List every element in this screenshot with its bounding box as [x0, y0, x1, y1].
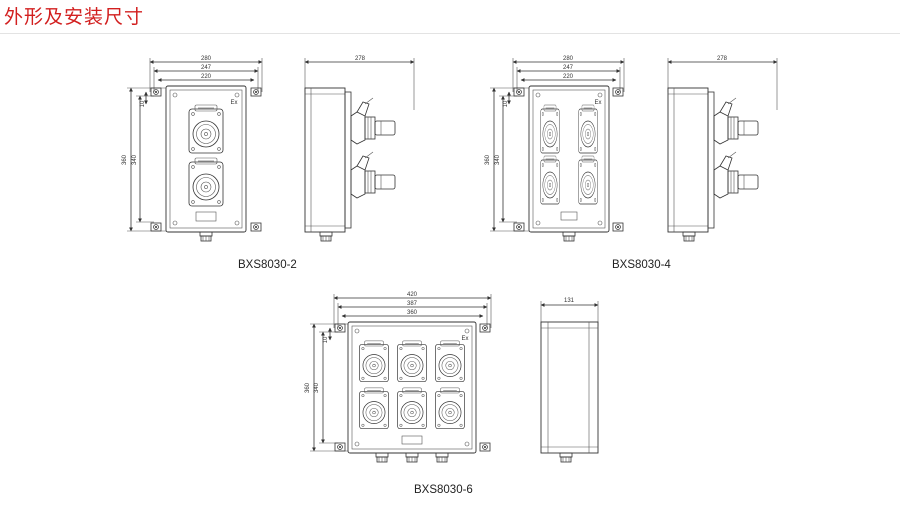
bxs8030-4-side-view: 278 — [667, 56, 778, 242]
m2-height-outer: 360 — [122, 154, 128, 165]
m6-height-inner: 340 — [314, 382, 320, 393]
bxs8030-6-side-view: 131 — [540, 298, 599, 463]
m4-height-outer: 360 — [485, 154, 491, 165]
title-divider — [0, 33, 900, 34]
m4-width-mid: 247 — [563, 65, 574, 71]
m4-width-outer: 280 — [563, 56, 574, 62]
m6-width-inner: 360 — [407, 310, 418, 316]
m2-width-outer: 280 — [201, 56, 212, 62]
bxs8030-4-front-view: 280 247 220 360 340 10 Ex — [485, 56, 625, 242]
m2-width-inner: 220 — [201, 74, 212, 80]
m6-width-mid: 387 — [407, 301, 418, 307]
bxs8030-2-side-view: 278 — [304, 56, 415, 242]
m2-top-offset: 10 — [140, 100, 146, 107]
caption-bxs8030-2: BXS8030-2 — [238, 259, 297, 271]
m6-depth: 131 — [564, 298, 575, 304]
m4-height-inner: 340 — [495, 154, 501, 165]
bxs8030-6-front-view: 420 387 360 360 340 10 Ex — [305, 292, 492, 463]
m2-width-mid: 247 — [201, 65, 212, 71]
m6-ex-mark: Ex — [461, 336, 468, 342]
m4-width-inner: 220 — [563, 74, 574, 80]
page-title: 外形及安装尺寸 — [4, 6, 145, 28]
m2-depth: 278 — [355, 56, 366, 62]
m4-depth: 278 — [717, 56, 728, 62]
m6-width-outer: 420 — [407, 292, 418, 298]
m6-top-offset: 10 — [323, 336, 329, 343]
m2-ex-mark: Ex — [230, 100, 237, 106]
caption-bxs8030-4: BXS8030-4 — [612, 259, 671, 271]
bxs8030-2-front-view: 280 247 220 360 340 10 Ex — [122, 56, 263, 242]
m4-top-offset: 10 — [503, 100, 509, 107]
caption-bxs8030-6: BXS8030-6 — [414, 484, 473, 496]
m2-height-inner: 340 — [132, 154, 138, 165]
m4-ex-mark: Ex — [594, 100, 601, 106]
m6-height-outer: 360 — [305, 382, 311, 393]
